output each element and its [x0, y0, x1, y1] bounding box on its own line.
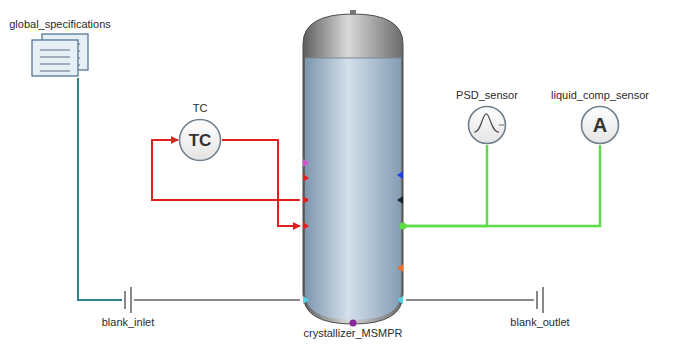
symbol-letter: TC [178, 118, 222, 162]
vessel-outline [300, 14, 406, 324]
node-label: PSD_sensor [456, 89, 518, 102]
symbol-letter: A [580, 105, 620, 145]
connector-line [406, 145, 487, 226]
connector-line [78, 78, 122, 300]
connector-line [134, 299, 300, 301]
crystallizer-vessel: crystallizer_MSMPR [300, 14, 406, 324]
blank-outline [122, 287, 134, 313]
connector-line [152, 140, 300, 200]
node-label: blank_inlet [102, 316, 155, 329]
connector-line [406, 145, 600, 226]
connector-line [406, 299, 534, 301]
blank-outline [534, 287, 546, 313]
inlet-blank: blank_inlet [122, 287, 134, 313]
node-label: global_specifications [9, 18, 111, 31]
psd-sensor: PSD_sensor [467, 105, 507, 145]
node-label: blank_outlet [510, 316, 569, 329]
controller-circle: TCTC [178, 118, 222, 162]
connector-line [222, 140, 300, 226]
doc-outline [30, 34, 90, 78]
node-label: crystallizer_MSMPR [303, 327, 402, 340]
psd-outline [467, 105, 507, 145]
node-label: liquid_comp_sensor [551, 89, 649, 102]
spec-document: global_specifications [30, 34, 90, 78]
node-label: TC [193, 102, 208, 115]
outlet-blank: blank_outlet [534, 287, 546, 313]
composition-sensor: liquid_comp_sensorA [580, 105, 620, 145]
